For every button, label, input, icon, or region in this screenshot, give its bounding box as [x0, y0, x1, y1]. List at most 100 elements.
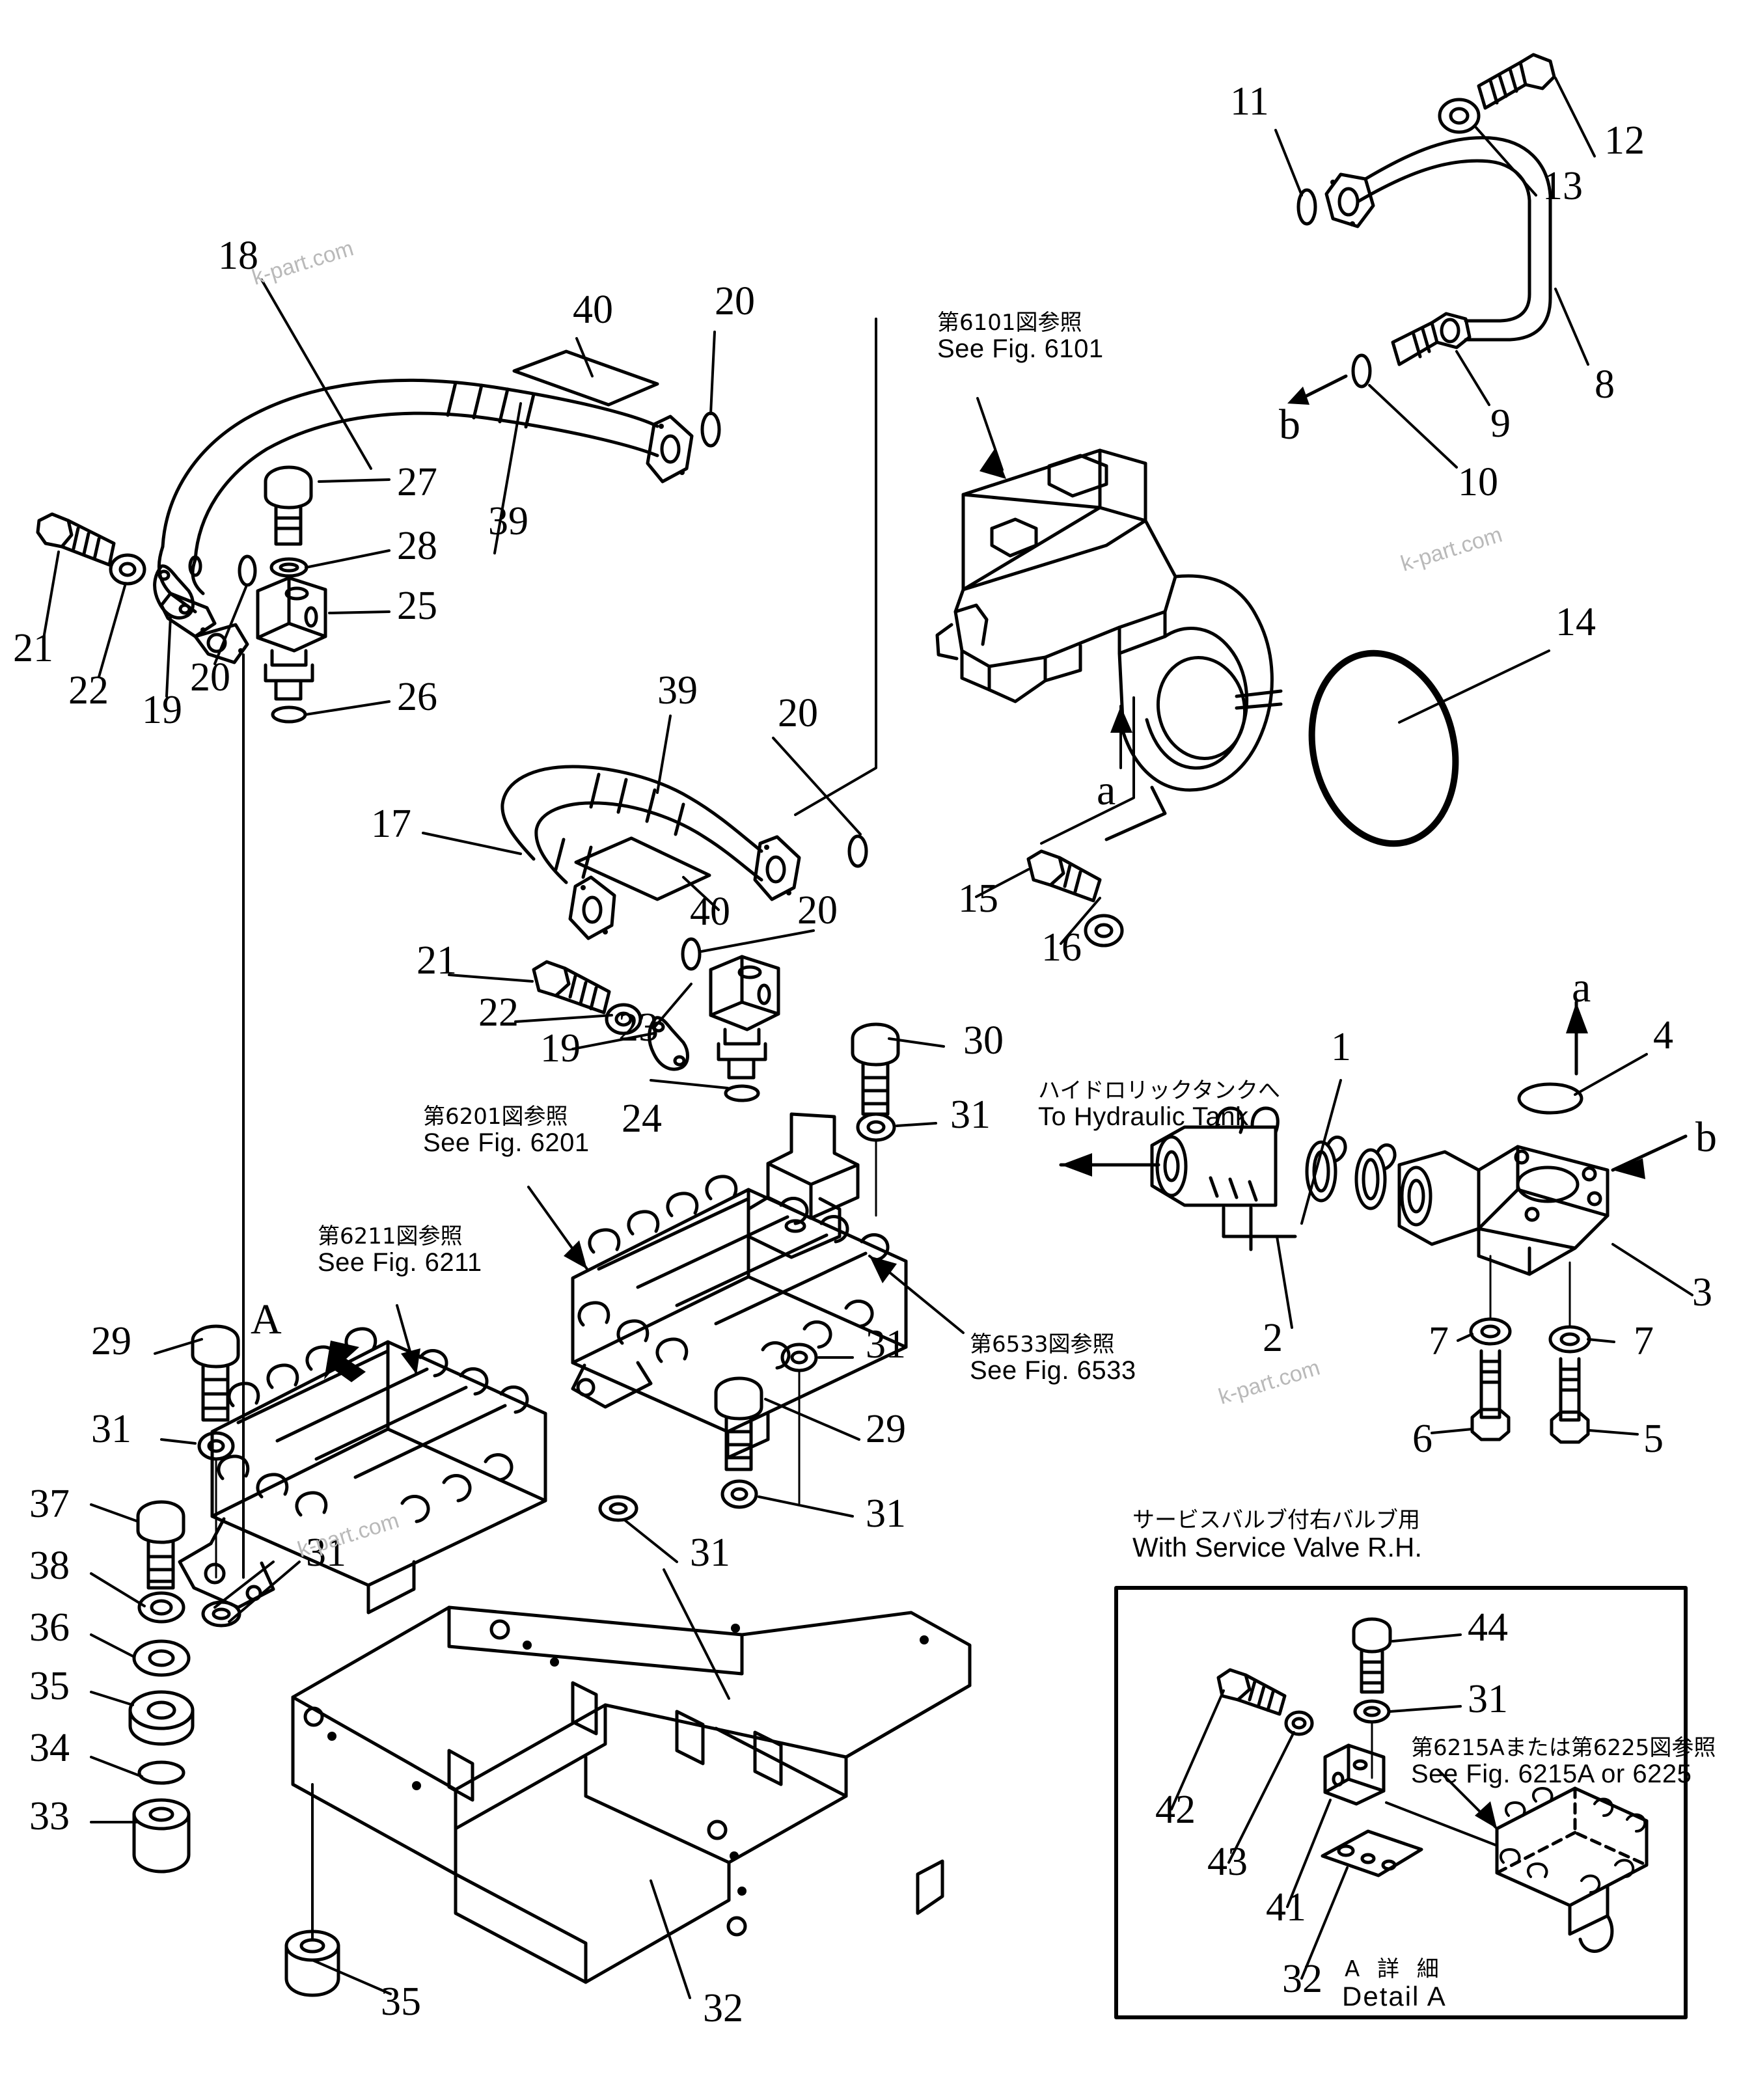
- inset-box: [1114, 1586, 1688, 2019]
- callout-21-left: 21: [13, 626, 53, 670]
- callout-5: 5: [1643, 1417, 1664, 1461]
- detail-a-caption-en: Detail A: [1342, 1980, 1447, 2011]
- callout-25: 25: [397, 584, 437, 628]
- caption-fig-6533: 第6533図参照 See Fig. 6533: [970, 1333, 1136, 1385]
- callout-38: 38: [29, 1544, 70, 1588]
- oring-34: [137, 1760, 185, 1785]
- arrow-a-right: [1566, 1000, 1588, 1076]
- hose-17: [500, 765, 801, 940]
- washer-31-left-low: [201, 1600, 241, 1628]
- callout-26: 26: [397, 675, 437, 719]
- bolt-21-left: [36, 512, 116, 567]
- washer-31-center-lower: [720, 1479, 758, 1509]
- callout-8: 8: [1595, 362, 1615, 407]
- washer-22-lower: [605, 1003, 642, 1035]
- bushing-33: [132, 1798, 191, 1874]
- inset-reference-jp: 第6215Aまたは第6225図参照: [1411, 1735, 1716, 1761]
- bolt-5: [1550, 1357, 1590, 1444]
- elbow-3: [1397, 1145, 1610, 1276]
- oring-24: [724, 1084, 760, 1102]
- bolt-29-left: [191, 1324, 240, 1422]
- callout-2: 2: [1263, 1316, 1283, 1360]
- caption-to-hydraulic-tank-en: To Hydraulic Tank: [1038, 1102, 1249, 1131]
- inset-reference-6215a-6225: 第6215Aまたは第6225図参照 See Fig. 6215A or 6225: [1411, 1736, 1716, 1788]
- callout-11: 11: [1230, 79, 1269, 124]
- washer-36: [132, 1639, 191, 1677]
- washer-13: [1438, 98, 1481, 134]
- inset-title-en: With Service Valve R.H.: [1132, 1531, 1422, 1562]
- bracket-6533: [747, 1112, 860, 1259]
- section-letter-a-right: a: [1572, 964, 1591, 1011]
- callout-36: 36: [29, 1605, 70, 1650]
- caption-fig-6101: 第6101図参照 See Fig. 6101: [937, 311, 1104, 363]
- tube-1: [1150, 1106, 1297, 1251]
- washer-31-mid: [598, 1495, 638, 1522]
- callout-13: 13: [1542, 164, 1583, 208]
- callout-34: 34: [29, 1726, 70, 1770]
- bolt-15: [1026, 849, 1102, 903]
- clamp-19-left: [153, 564, 195, 620]
- detail-a-caption-jp: A 詳 細: [1344, 1956, 1444, 1982]
- caption-fig-6211-jp: 第6211図参照: [318, 1223, 463, 1249]
- callout-32-inset: 32: [1282, 1957, 1322, 2001]
- callout-32-frame: 32: [703, 1986, 743, 2030]
- callout-42: 42: [1155, 1788, 1196, 1832]
- flow-arrow-tank: [1059, 1153, 1160, 1177]
- washer-31-bracket: [856, 1112, 896, 1142]
- flange-18-right: [646, 415, 694, 484]
- callout-31-lowleft: 31: [306, 1531, 346, 1575]
- callout-31-inset: 31: [1468, 1677, 1508, 1721]
- callout-41: 41: [1266, 1885, 1306, 1930]
- tube-8: [1324, 136, 1552, 342]
- section-letter-a-left: a: [1097, 767, 1116, 814]
- inset-title: サービスバルブ付右バルブ用 With Service Valve R.H.: [1132, 1508, 1422, 1562]
- inset-contents: [1170, 1617, 1649, 1980]
- callout-19-lower: 19: [540, 1026, 581, 1070]
- callout-7-left: 7: [1429, 1319, 1449, 1363]
- callout-21-lower: 21: [417, 938, 457, 983]
- sleeve-40-lower: [574, 836, 711, 901]
- section-letter-A-left: A: [251, 1296, 282, 1343]
- frame-32: [291, 1605, 972, 1984]
- callout-1: 1: [1331, 1025, 1351, 1069]
- callout-19-left: 19: [142, 688, 182, 732]
- oring-10: [1351, 353, 1372, 389]
- valve-bank-6211: [178, 1327, 547, 1615]
- inset-reference-en: See Fig. 6215A or 6225: [1411, 1759, 1692, 1788]
- callout-12: 12: [1604, 118, 1645, 163]
- callout-35-bottom: 35: [381, 1980, 421, 2024]
- callout-22-lower: 22: [478, 990, 519, 1035]
- callout-15: 15: [958, 877, 998, 921]
- caption-fig-6533-en: See Fig. 6533: [970, 1356, 1136, 1385]
- callout-44: 44: [1468, 1605, 1508, 1650]
- caption-fig-6201-jp: 第6201図参照: [423, 1104, 568, 1130]
- oring-20-upper: [700, 411, 721, 448]
- callout-7-right: 7: [1634, 1319, 1654, 1363]
- oring-20-lower: [681, 937, 702, 971]
- callout-31-left: 31: [91, 1407, 131, 1451]
- callout-31-center-top: 31: [866, 1322, 906, 1367]
- arrow-b-right: [1611, 1134, 1688, 1179]
- valve-23: [709, 955, 780, 1080]
- washer-31-left: [197, 1431, 235, 1461]
- washer-35: [128, 1690, 195, 1746]
- bushing-35-bottom: [284, 1930, 340, 1997]
- caption-fig-6101-en: See Fig. 6101: [937, 334, 1104, 363]
- arrow-a-left: [1110, 705, 1132, 769]
- callout-20-upper: 20: [715, 279, 755, 323]
- callout-29-center: 29: [866, 1407, 906, 1451]
- oring-20-left: [238, 554, 257, 587]
- bolt-27: [264, 465, 313, 546]
- washer-22-left: [109, 553, 146, 586]
- nut-9: [1391, 312, 1472, 366]
- callout-31-bracket: 31: [950, 1093, 991, 1137]
- valve-25: [256, 576, 327, 701]
- callout-20-lower: 20: [797, 888, 838, 933]
- callout-9: 9: [1490, 402, 1511, 446]
- oring-28: [269, 557, 308, 578]
- callout-18: 18: [218, 234, 258, 278]
- callout-39-lower: 39: [657, 668, 698, 713]
- inset-title-jp: サービスバルブ付右バルブ用: [1132, 1507, 1420, 1533]
